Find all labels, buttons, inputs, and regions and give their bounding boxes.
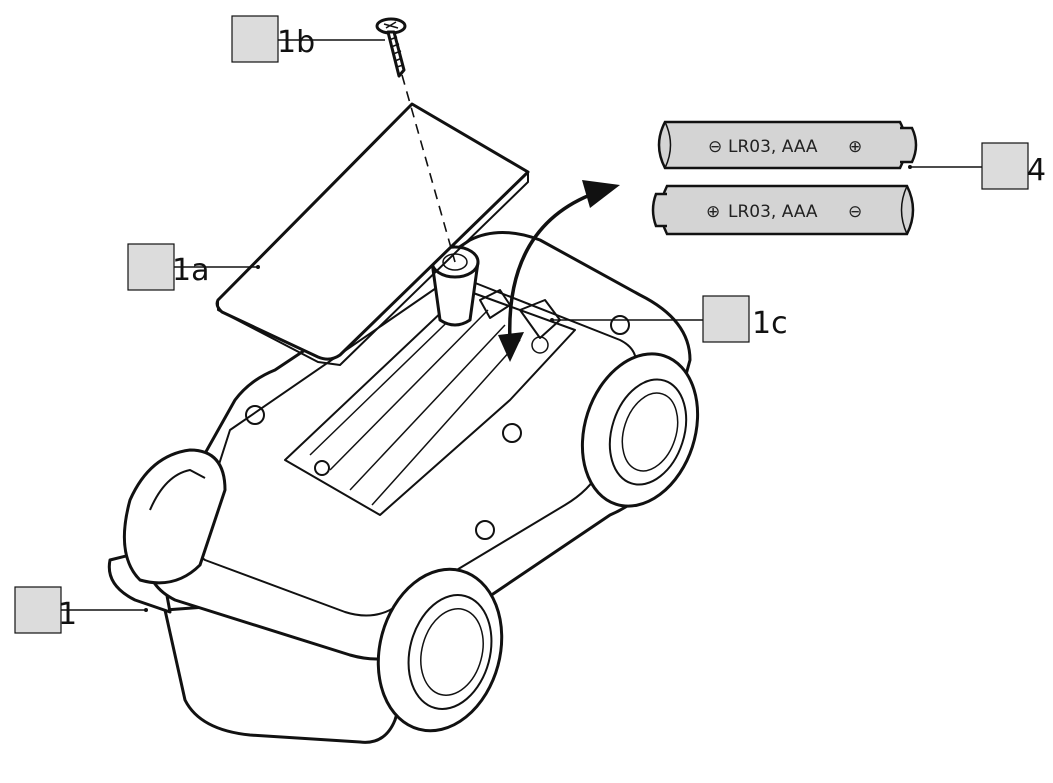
callout-1c-label: 1c bbox=[752, 306, 788, 341]
battery-top: ⊖ LR03, AAA ⊕ bbox=[657, 120, 918, 170]
front-right-wheel bbox=[376, 567, 504, 733]
callout-4: 4 bbox=[908, 142, 1046, 190]
rear-left-wheel bbox=[122, 448, 227, 585]
callout-1a-label: 1a bbox=[172, 253, 209, 288]
battery-cover bbox=[215, 102, 530, 366]
battery-top-plus-symbol: ⊕ bbox=[848, 137, 862, 157]
screw-hole bbox=[502, 423, 522, 443]
callout-1: 1 bbox=[14, 586, 148, 634]
screw-hole bbox=[245, 405, 265, 425]
arrow-head-up bbox=[582, 180, 620, 208]
callout-1b: 1b bbox=[231, 15, 385, 63]
callout-1-label: 1 bbox=[58, 597, 77, 632]
battery-compartment bbox=[284, 289, 576, 516]
screw-hole bbox=[610, 315, 630, 335]
callout-1b-label: 1b bbox=[277, 25, 315, 60]
battery-bottom-minus-symbol: ⊖ bbox=[848, 202, 862, 222]
battery-top-label: LR03, AAA bbox=[728, 137, 818, 157]
battery-bottom-plus-symbol: ⊕ bbox=[706, 202, 720, 222]
battery-bottom-label: LR03, AAA bbox=[728, 202, 818, 222]
screw-alignment-line bbox=[401, 74, 456, 263]
screw bbox=[375, 17, 407, 78]
callout-4-label: 4 bbox=[1027, 153, 1046, 188]
compartment-spring bbox=[314, 460, 330, 476]
screw-hole bbox=[475, 520, 495, 540]
battery-bottom: ⊕ LR03, AAA ⊖ bbox=[651, 184, 915, 236]
front-left-wheel bbox=[580, 352, 700, 508]
toy-car bbox=[107, 231, 700, 744]
callout-1a: 1a bbox=[127, 243, 260, 291]
battery-top-minus-symbol: ⊖ bbox=[708, 137, 722, 157]
insert-direction-arrow bbox=[498, 180, 620, 362]
arrow-head-down bbox=[498, 332, 524, 362]
callout-1c: 1c bbox=[550, 295, 788, 343]
